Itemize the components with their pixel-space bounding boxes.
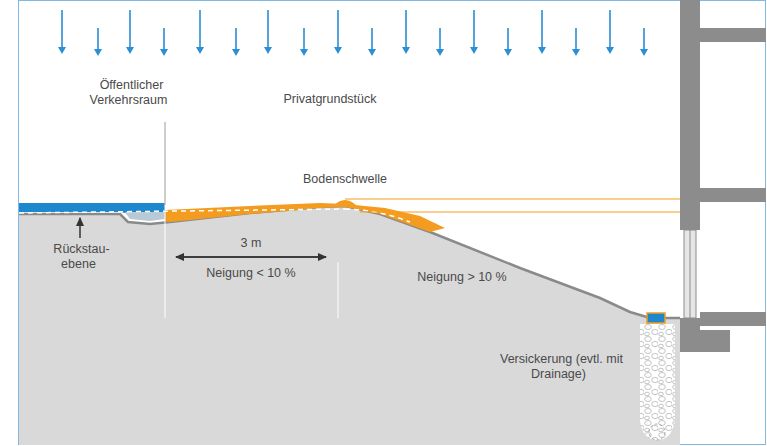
dimension-label: 3 m (231, 236, 271, 251)
area-label-text: Öffentlicher Verkehrsraum (90, 78, 171, 107)
part-label: Bodenschwelle (290, 172, 400, 187)
dimension-label-text: 3 m (238, 236, 265, 250)
area-label: Öffentlicher Verkehrsraum (80, 78, 180, 108)
slope-label: Neigung < 10 % (191, 266, 311, 281)
slope-label-text: Neigung < 10 % (203, 266, 298, 280)
part-label: Versickerung (evtl. mit Drainage) (490, 352, 630, 382)
part-label-text: Versickerung (evtl. mit Drainage) (497, 352, 623, 381)
slope-label: Neigung > 10 % (402, 270, 522, 285)
slope-label-text: Neigung > 10 % (414, 270, 509, 284)
level-label-text: Rückstau- ebene (50, 242, 109, 271)
part-label-text: Bodenschwelle (300, 172, 390, 186)
area-label-text: Privatgrundstück (280, 92, 379, 106)
area-label: Privatgrundstück (265, 92, 395, 107)
level-label: Rückstau- ebene (45, 242, 115, 272)
